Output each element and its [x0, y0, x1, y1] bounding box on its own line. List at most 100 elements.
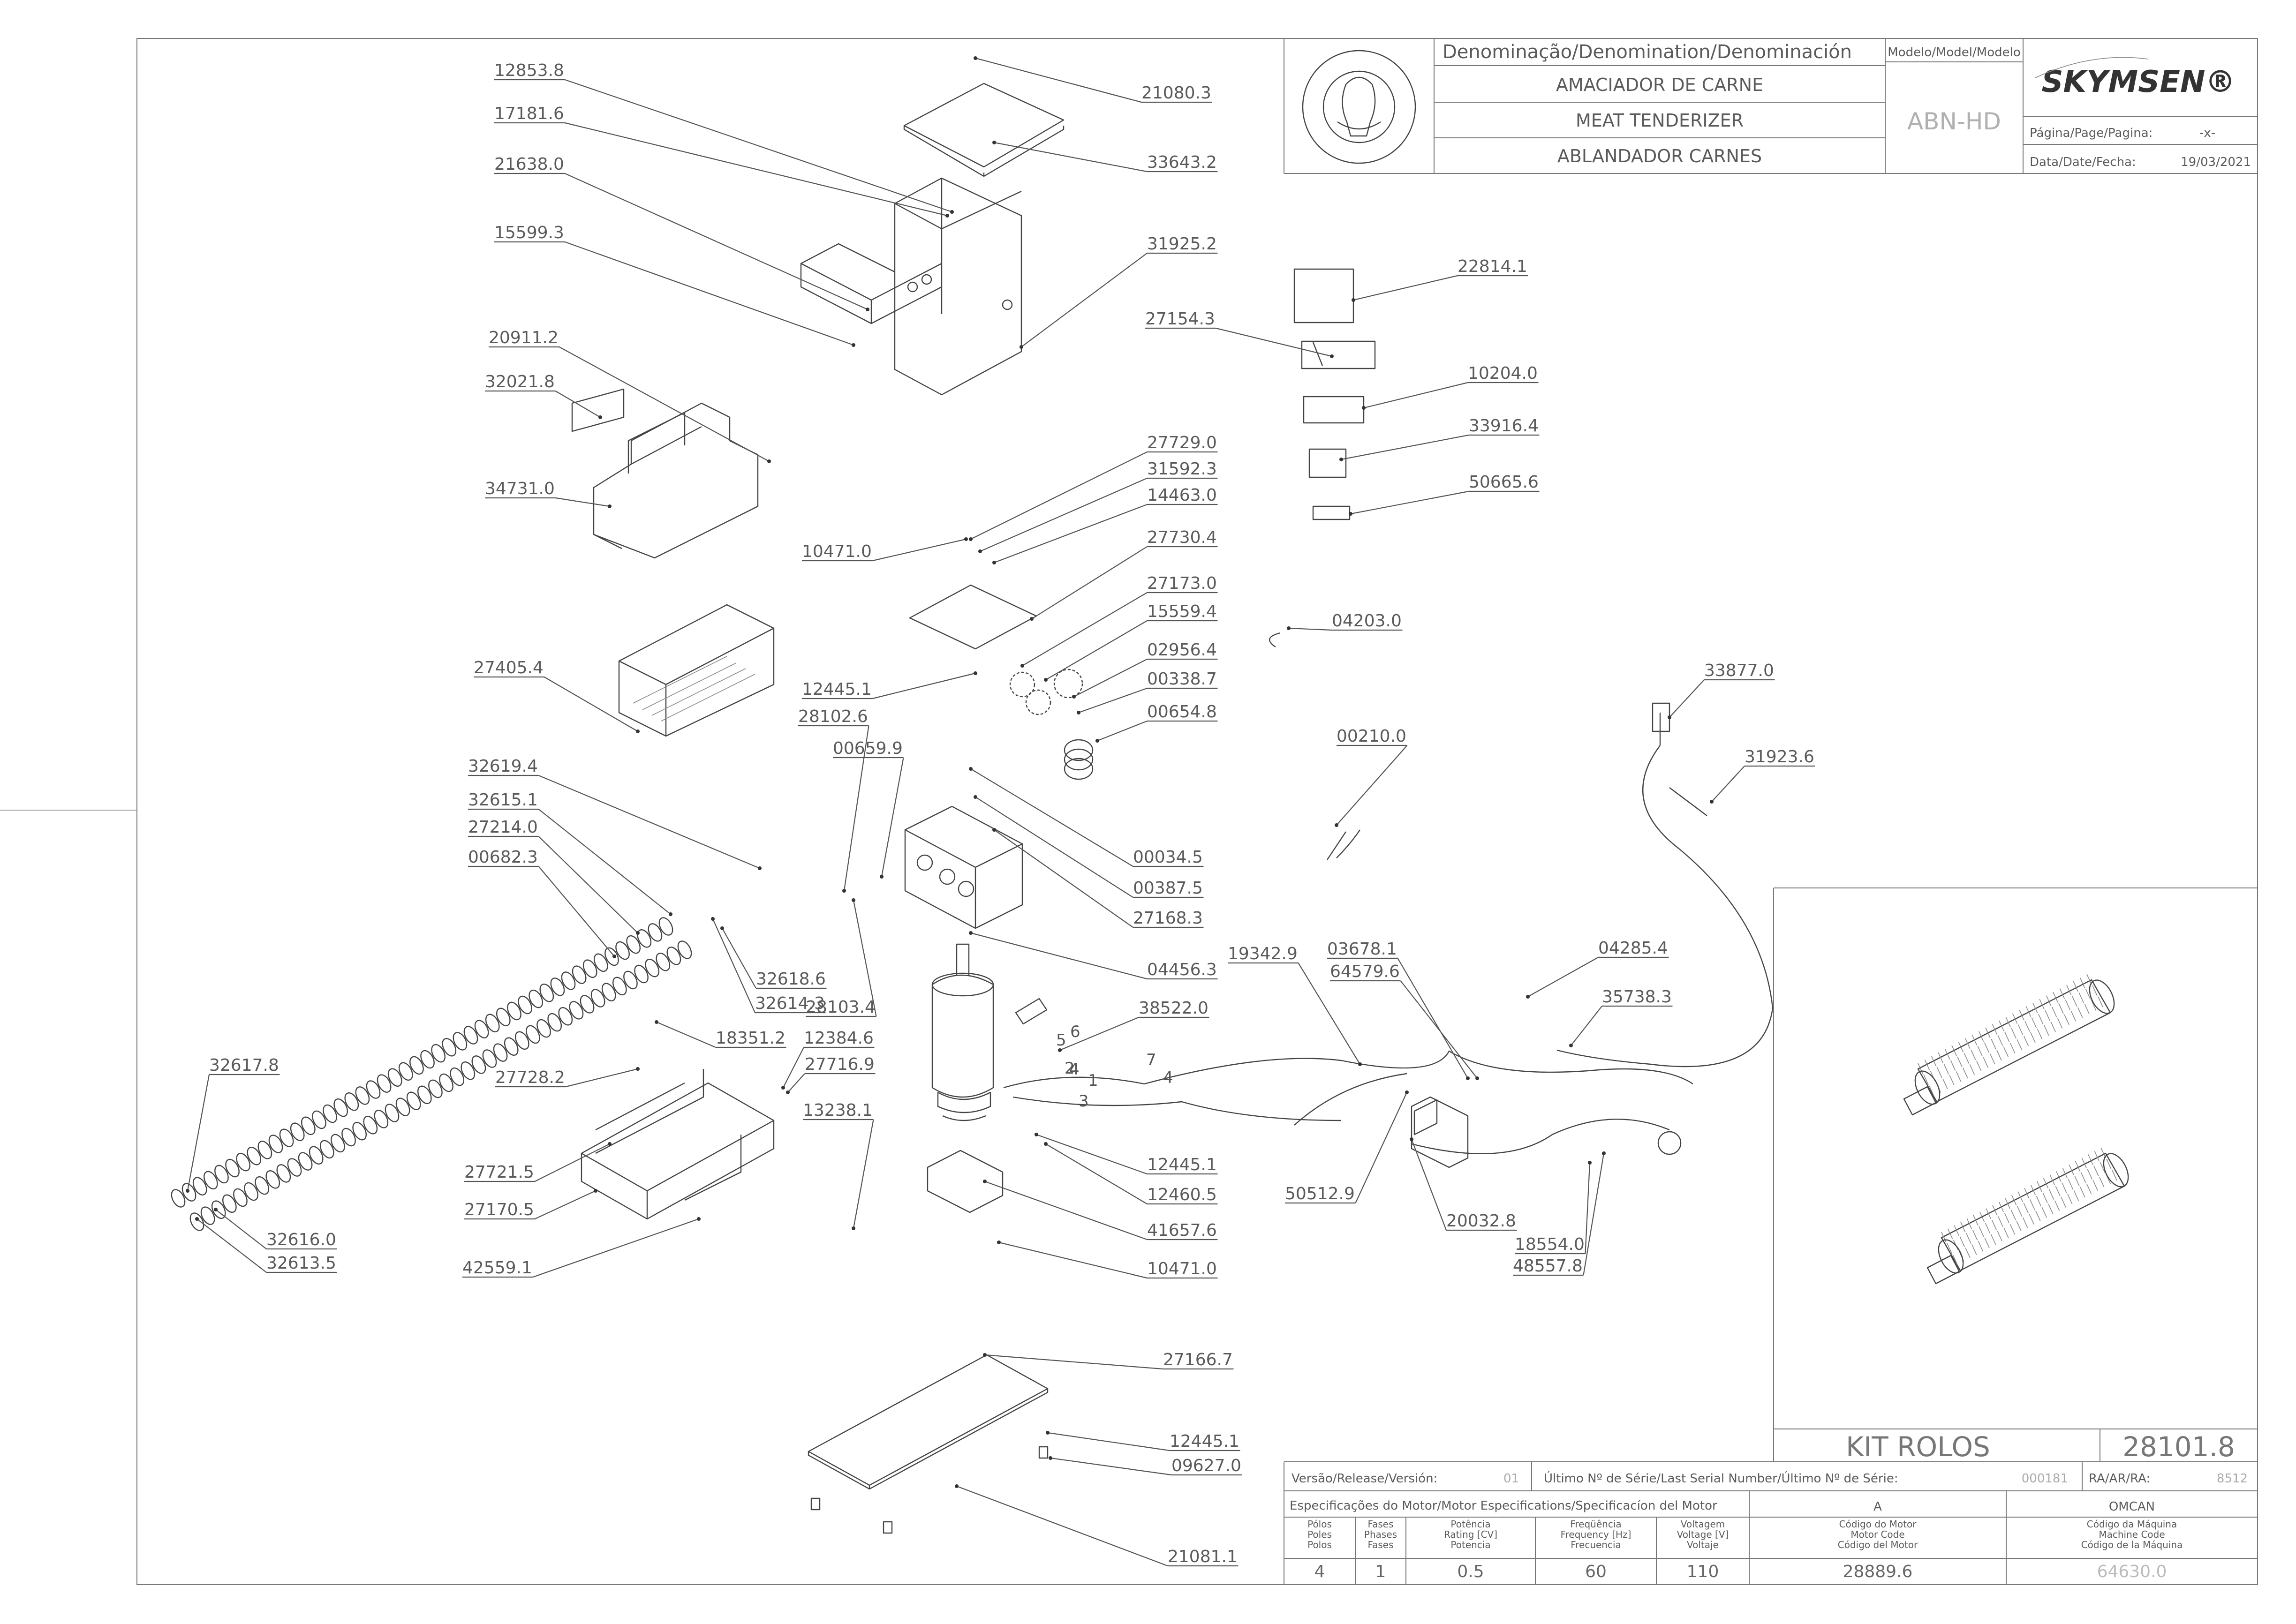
callout-anchor-dot: [195, 1217, 199, 1221]
callout-anchor-dot: [186, 1189, 189, 1193]
callout-anchor-dot: [978, 549, 982, 553]
power-cord: [1556, 745, 1774, 1068]
version-label: Versão/Release/Versión:: [1292, 1472, 1437, 1486]
roller-disc: [406, 1091, 421, 1110]
drawing-frame: [136, 38, 2258, 1585]
roller-spike: [2046, 995, 2063, 1029]
callout-leader: [555, 391, 601, 418]
callout-anchor-dot: [1072, 695, 1076, 699]
callout-anchor-dot: [974, 671, 977, 675]
roller-disc: [626, 935, 641, 954]
callout-anchor-dot: [1668, 715, 1671, 719]
part-callout-label: 27168.3: [1133, 909, 1203, 928]
wire-number: 5: [1056, 1031, 1066, 1050]
callout-leader: [1298, 962, 1360, 1065]
callout-anchor-dot: [1046, 1431, 1050, 1435]
roller-disc: [558, 1007, 573, 1026]
part-callout-label: 32616.0: [266, 1230, 336, 1249]
poles-value: 4: [1314, 1562, 1325, 1581]
callout-anchor-dot: [1410, 1137, 1413, 1141]
callout-leader: [956, 1485, 1168, 1567]
model-value: ABN-HD: [1907, 108, 2001, 135]
callout-anchor-dot: [969, 767, 973, 771]
name-en: MEAT TENDERIZER: [1576, 110, 1744, 131]
callout-leader: [1022, 592, 1148, 666]
roller-disc: [507, 1001, 521, 1021]
roller-disc: [420, 1050, 435, 1069]
roller-disc: [171, 1189, 186, 1208]
roller-spike: [2081, 1158, 2098, 1191]
part-callout-label: 27728.2: [495, 1068, 565, 1087]
callout-leader: [565, 173, 868, 310]
motor-bracket: [927, 1150, 1004, 1213]
callout-anchor-dot: [945, 214, 949, 218]
part-callout-label: 00338.7: [1147, 669, 1217, 689]
callout-leader: [555, 497, 610, 507]
part-callout-label: 18351.2: [716, 1029, 785, 1048]
callout-anchor-dot: [1049, 1456, 1052, 1460]
callout-anchor-dot: [1035, 1133, 1038, 1136]
callout-anchor-dot: [997, 1241, 1001, 1244]
spiked-roller-upper: [1903, 974, 2115, 1116]
roller-disc: [290, 1122, 305, 1141]
roller-disc: [428, 1079, 443, 1098]
parts-artwork: [171, 83, 1774, 1534]
callout-anchor-dot: [1710, 800, 1714, 804]
version-value: 01: [1503, 1472, 1519, 1486]
callout-leader: [1363, 382, 1468, 409]
roller-spike: [2012, 1013, 2029, 1046]
callout-anchor-dot: [852, 343, 855, 347]
callout-anchor-dot: [1339, 458, 1343, 461]
part-callout-label: 10204.0: [1468, 364, 1538, 383]
roller-spike: [1918, 1063, 1934, 1097]
last-serial-label: Último Nº de Série/Last Serial Number/Úl…: [1544, 1471, 1898, 1486]
roller-disc: [222, 1194, 237, 1213]
roller-disc: [526, 1025, 540, 1044]
roller-disc: [279, 1128, 294, 1147]
callout-anchor-dot: [608, 504, 612, 508]
part-callout-label: 34731.0: [485, 479, 555, 498]
roller-disc: [474, 1020, 489, 1038]
roller-spike: [2024, 1188, 2041, 1221]
roller-disc: [504, 1037, 519, 1056]
part-callout-label: 27730.4: [1147, 528, 1217, 547]
power-value: 0.5: [1457, 1562, 1484, 1581]
roller-disc: [493, 1043, 508, 1062]
capacitor: [1015, 998, 1048, 1025]
part-callout-label: 42559.1: [462, 1258, 532, 1278]
authorized-service-seal: [1302, 50, 1416, 164]
callout-leader: [1585, 1162, 1591, 1254]
callout-anchor-dot: [852, 1226, 855, 1230]
callout-leader: [872, 672, 976, 699]
part-callout-label: 48557.8: [1513, 1256, 1583, 1276]
roller-disc: [590, 989, 605, 1007]
callout-anchor-dot: [781, 1086, 785, 1090]
callout-leader: [1400, 980, 1478, 1079]
callout-anchor-dot: [758, 866, 762, 870]
roller-disc: [377, 1074, 392, 1093]
callout-leader: [994, 142, 1148, 173]
roller-spike: [1978, 1031, 1995, 1064]
callout-anchor-dot: [1349, 512, 1352, 516]
callout-leader: [872, 538, 967, 562]
roller-disc: [298, 1152, 313, 1171]
roller-spike: [1938, 1052, 1955, 1086]
callout-leader: [787, 1073, 805, 1093]
part-callout-label: 32615.1: [468, 790, 538, 810]
callout-leader: [538, 774, 760, 869]
callout-leader: [1078, 687, 1148, 714]
callout-leader: [1571, 1006, 1602, 1046]
name-pt: AMACIADOR DE CARNE: [1556, 75, 1763, 95]
roller-disc: [582, 959, 597, 978]
roller-disc: [192, 1177, 207, 1195]
roller-disc: [398, 1062, 413, 1081]
roller-disc: [442, 1038, 457, 1057]
roller-disc: [637, 929, 652, 948]
roller-disc: [612, 977, 627, 996]
roller-disc: [471, 1055, 486, 1074]
callout-leader: [998, 1241, 1148, 1279]
roller-disc: [385, 1104, 400, 1122]
callout-anchor-dot: [974, 56, 977, 60]
callout-leader: [565, 241, 854, 346]
